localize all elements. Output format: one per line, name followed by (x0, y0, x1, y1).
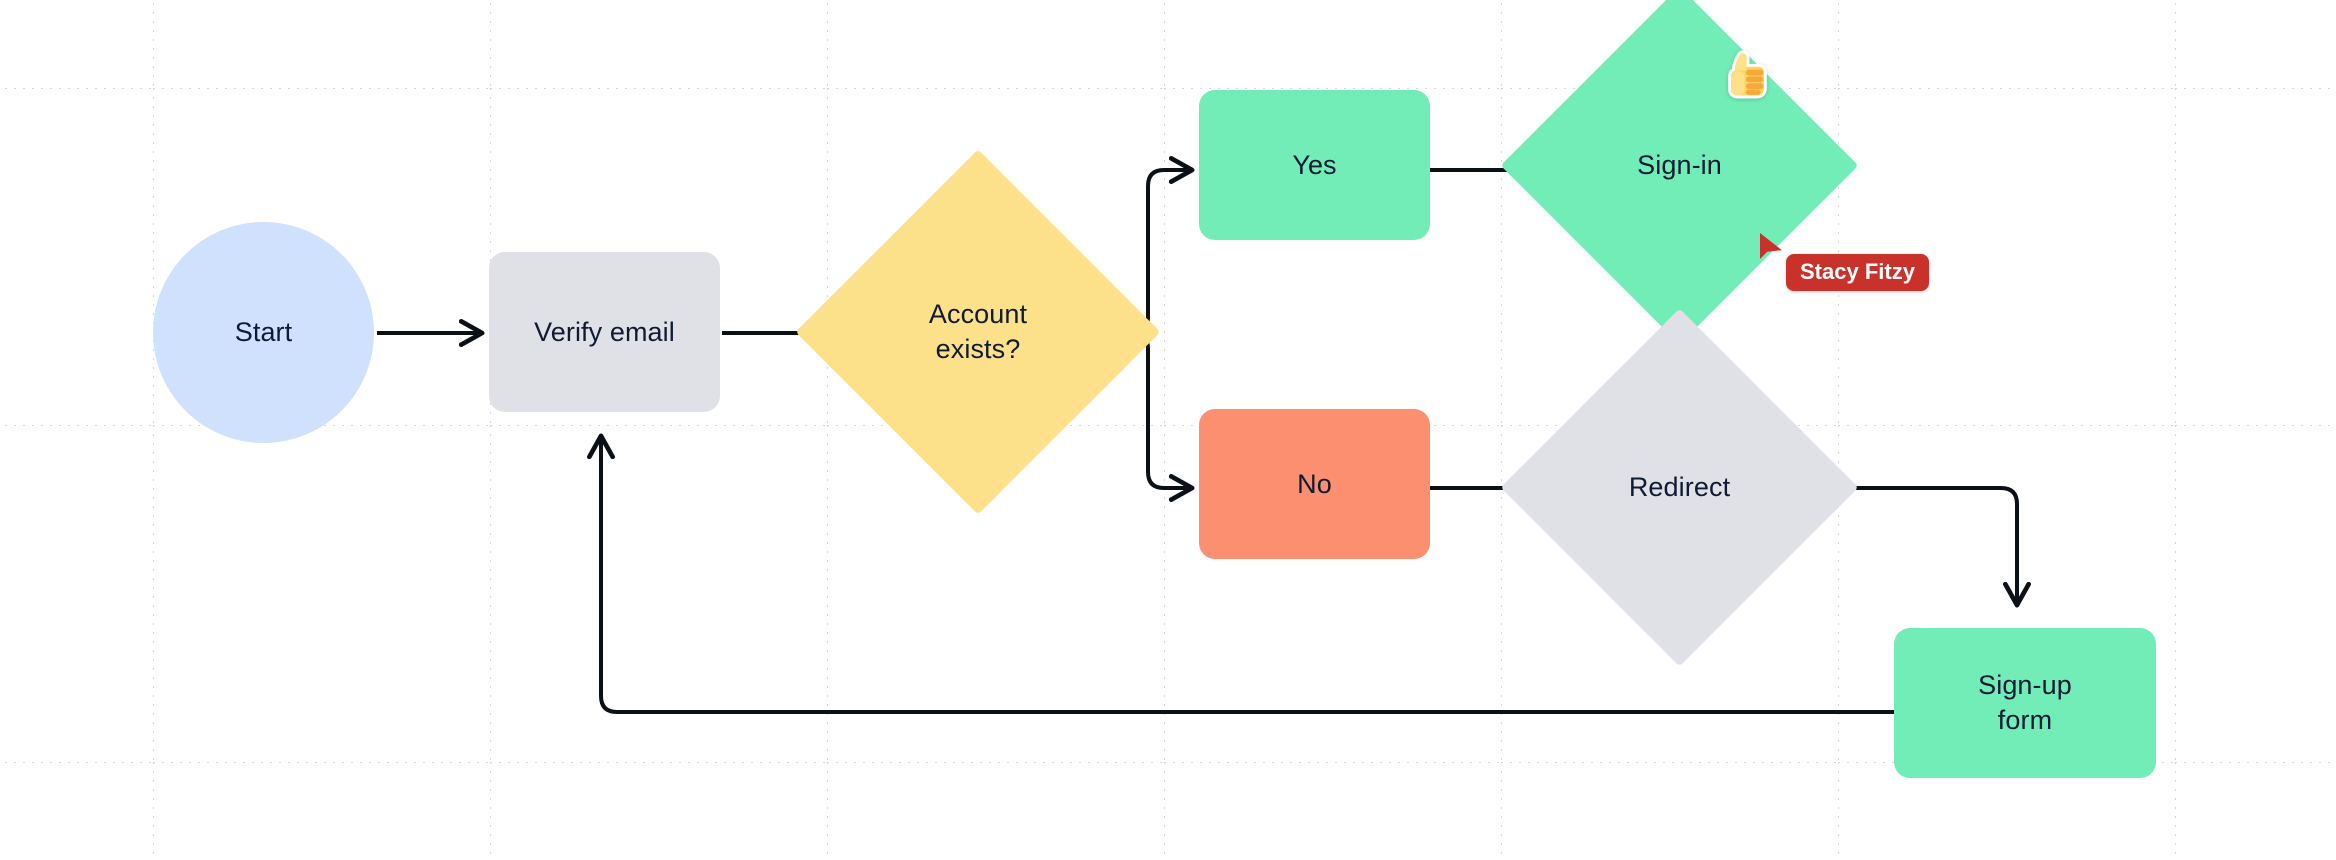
diamond-shape (1500, 308, 1859, 667)
thumbs-up-icon[interactable] (1714, 44, 1776, 106)
diamond-shape (795, 149, 1161, 515)
cursor-pointer-icon (1760, 233, 1782, 259)
diamond-shape (1500, 0, 1859, 345)
node-start[interactable]: Start (153, 222, 374, 443)
remote-cursor: Stacy Fitzy (1758, 232, 1929, 291)
node-account-exists[interactable]: Account exists? (795, 149, 1161, 515)
node-sign-up-form[interactable]: Sign-up form (1894, 628, 2156, 778)
node-no[interactable]: No (1199, 409, 1430, 559)
node-sign-up-form-label: Sign-up form (1978, 670, 2072, 735)
node-verify-email-label: Verify email (534, 316, 675, 347)
node-yes-label: Yes (1292, 149, 1337, 180)
node-yes[interactable]: Yes (1199, 90, 1430, 240)
cursor-name-label: Stacy Fitzy (1786, 254, 1929, 291)
node-verify-email[interactable]: Verify email (489, 252, 720, 412)
node-no-label: No (1297, 468, 1332, 499)
node-start-label: Start (234, 317, 293, 348)
node-redirect[interactable]: Redirect (1500, 308, 1859, 667)
